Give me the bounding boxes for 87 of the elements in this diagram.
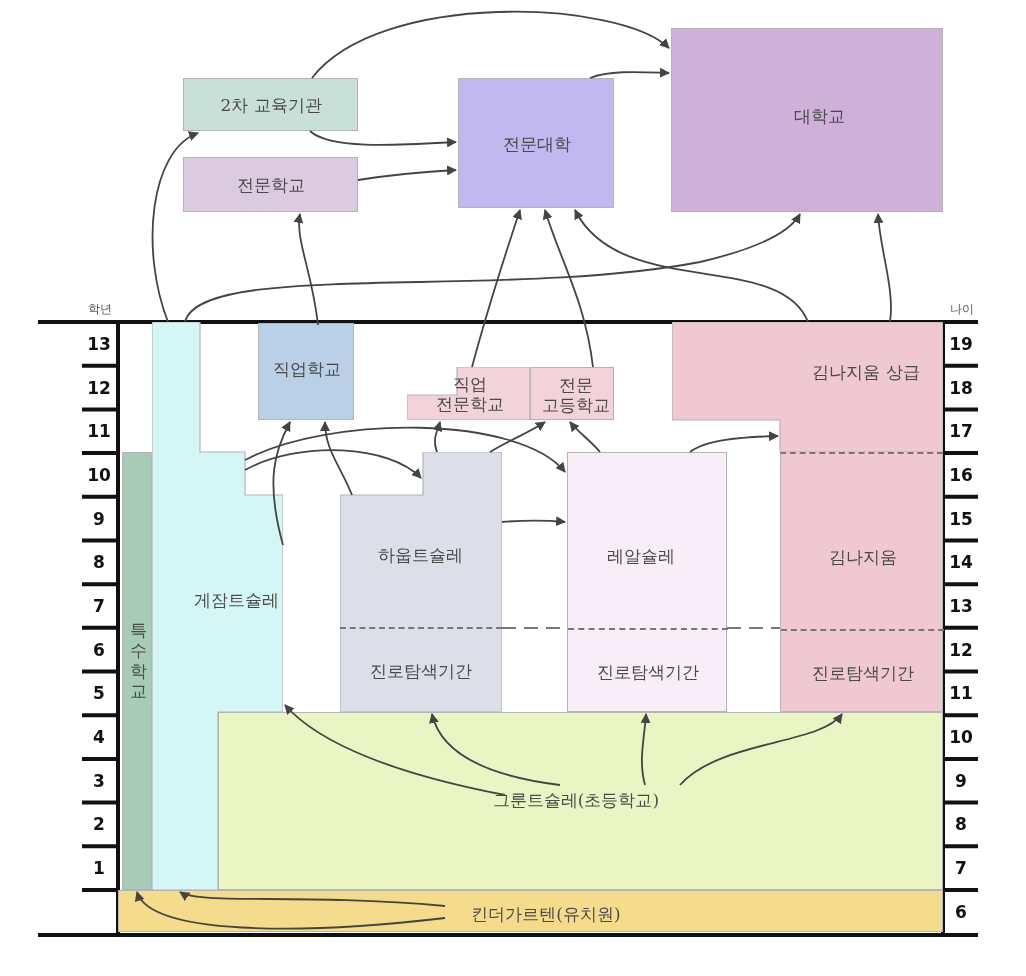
grade-number: 8 — [93, 552, 105, 573]
arrow — [309, 130, 457, 148]
axis-title: 학년 — [88, 300, 112, 318]
grade-number: 3 — [93, 770, 105, 791]
arrow — [501, 516, 566, 527]
arrow — [873, 213, 892, 323]
arrow — [184, 213, 801, 323]
school-name: 킨더가르텐(유치원) — [471, 903, 621, 925]
school-name: 진로탐색기간 — [370, 660, 472, 682]
school-box — [671, 28, 943, 212]
arrow — [543, 209, 594, 368]
arrow — [574, 209, 809, 323]
arrow — [489, 421, 546, 453]
grade-number: 2 — [93, 814, 105, 835]
arrow — [272, 421, 291, 546]
age-number: 16 — [949, 464, 973, 485]
age-number: 19 — [949, 333, 973, 354]
arrow — [679, 713, 843, 786]
arrow — [589, 67, 670, 79]
school-name: 2차 교육기관 — [220, 94, 322, 116]
age-number: 12 — [949, 639, 973, 660]
school-box — [567, 452, 727, 712]
school-name: 직업학교 — [273, 358, 341, 380]
arrow — [179, 890, 446, 907]
age-number: 14 — [949, 552, 973, 573]
school-name: 하웁트슐레 — [377, 544, 463, 566]
arrow — [429, 713, 561, 786]
grade-number: 10 — [87, 464, 111, 485]
age-number: 7 — [955, 858, 967, 879]
arrow — [471, 209, 522, 368]
school-name: 전문대학 — [503, 133, 571, 155]
age-number: 13 — [949, 596, 973, 616]
arrow — [569, 421, 601, 453]
grade-number: 9 — [93, 508, 105, 529]
axis-title: 나이 — [950, 300, 974, 318]
school-box — [458, 78, 614, 208]
school-box — [218, 712, 943, 890]
age-number: 10 — [949, 727, 973, 748]
arrow — [357, 165, 457, 181]
school-box — [122, 452, 152, 890]
school-name: 김나지움 상급 — [812, 361, 920, 383]
school-name: 직업 전문학교 — [435, 373, 505, 415]
school-name: 게잠트슐레 — [193, 589, 279, 611]
school-box — [340, 452, 502, 712]
school-box — [118, 890, 943, 932]
arrow — [640, 713, 651, 786]
grade-number: 7 — [93, 596, 105, 616]
school-name: 특수학교 — [128, 620, 148, 702]
arrow — [320, 421, 353, 496]
age-number: 11 — [949, 683, 973, 704]
school-name: 진로탐색기간 — [597, 661, 699, 683]
age-number: 9 — [955, 770, 967, 791]
grade-number: 6 — [93, 639, 105, 660]
age-number: 17 — [949, 421, 973, 442]
arrow — [689, 431, 779, 453]
school-name: 김나지움 — [829, 546, 897, 568]
school-name: 전문학교 — [237, 174, 305, 196]
grade-number: 5 — [93, 683, 105, 704]
school-box — [780, 452, 943, 712]
arrow — [311, 11, 670, 79]
grade-number: 1 — [93, 858, 105, 879]
grade-number: 4 — [93, 727, 105, 748]
school-name: 전문 고등학교 — [541, 374, 611, 416]
school-name: 진로탐색기간 — [812, 662, 914, 684]
age-number: 6 — [955, 901, 967, 922]
arrow — [136, 891, 446, 930]
age-number: 15 — [949, 508, 973, 529]
arrow — [244, 426, 566, 473]
age-number: 8 — [955, 814, 967, 835]
arrow — [284, 704, 506, 796]
school-name: 레알슐레 — [607, 545, 675, 567]
school-name: 대학교 — [793, 105, 845, 127]
school-box — [672, 322, 943, 452]
school-box — [530, 367, 614, 420]
grade-number: 11 — [87, 421, 111, 442]
arrow — [432, 421, 443, 453]
school-box — [183, 157, 358, 212]
arrow — [244, 449, 422, 479]
school-box — [407, 367, 530, 420]
grade-number: 13 — [87, 333, 111, 354]
age-number: 18 — [949, 377, 973, 398]
school-box — [258, 323, 354, 420]
arrow — [151, 132, 199, 323]
arrow — [293, 213, 319, 326]
school-name: 그룬트슐레(초등학교) — [492, 789, 660, 811]
school-box — [183, 78, 358, 131]
grade-number: 12 — [87, 377, 111, 398]
